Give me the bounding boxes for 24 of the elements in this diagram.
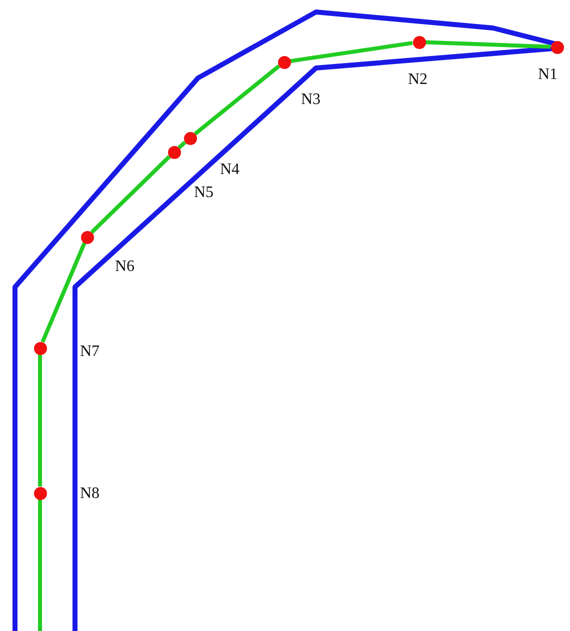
path-segment xyxy=(178,140,186,150)
node-label: N3 xyxy=(301,91,321,109)
path-segment xyxy=(290,40,413,64)
node-dot xyxy=(278,56,290,68)
path-segment xyxy=(40,242,86,343)
node-label: N2 xyxy=(408,71,428,89)
path-segment xyxy=(38,354,42,486)
path-segment xyxy=(38,500,42,631)
node-label: N1 xyxy=(538,66,558,84)
node-dot xyxy=(34,342,46,354)
node-dot xyxy=(412,36,426,48)
node-label: N5 xyxy=(194,184,214,202)
node-label: N6 xyxy=(115,258,135,276)
path-segment xyxy=(425,40,551,49)
node-dot xyxy=(184,132,196,144)
node-label: N4 xyxy=(220,161,240,179)
path-segment xyxy=(194,64,280,136)
node-dot xyxy=(80,230,94,244)
node-label: N7 xyxy=(80,343,100,361)
path-segment xyxy=(90,155,171,234)
node-dot xyxy=(550,40,564,54)
node-dot xyxy=(34,486,46,500)
node-dot xyxy=(168,146,180,158)
node-label: N8 xyxy=(80,485,100,503)
